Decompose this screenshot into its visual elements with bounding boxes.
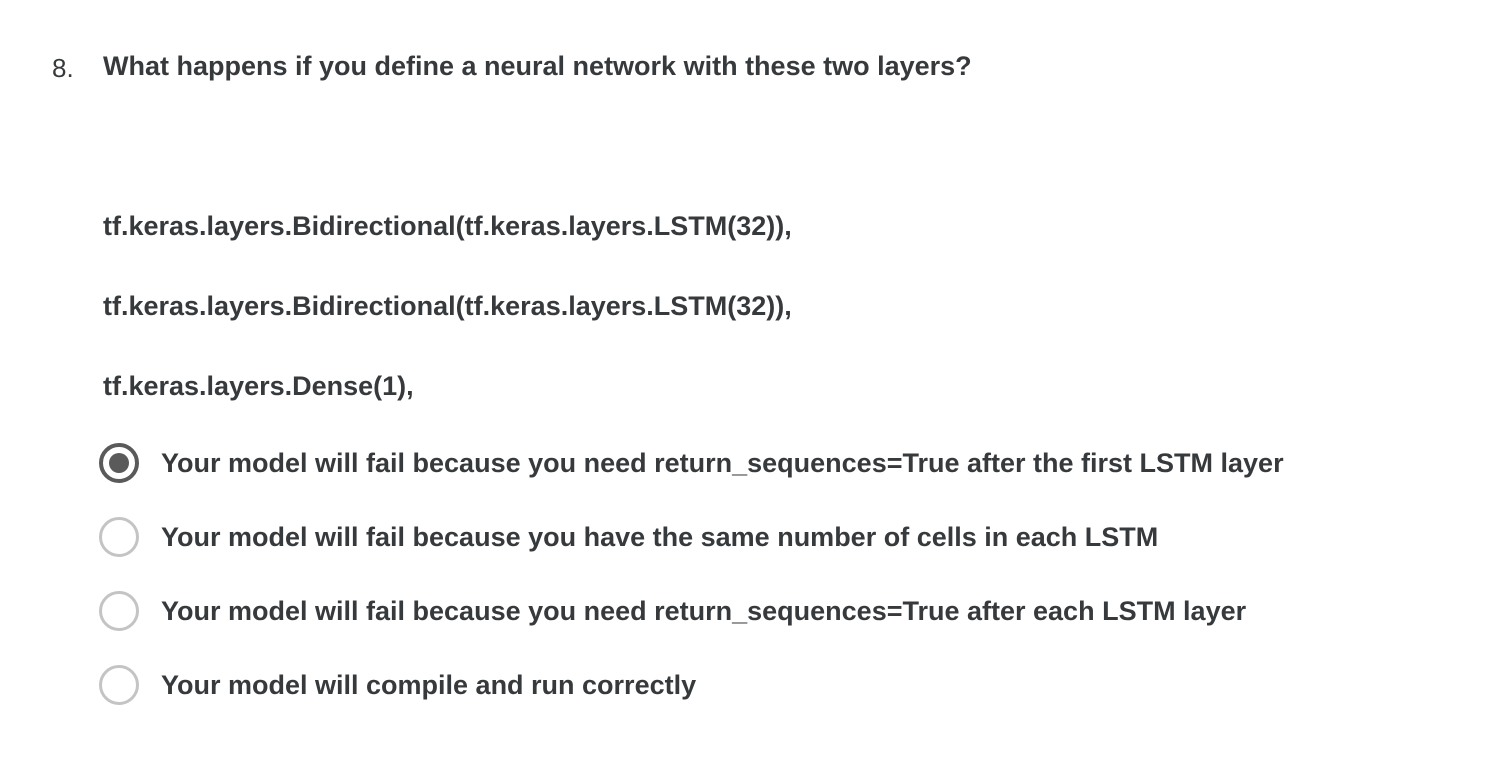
answer-option-label[interactable]: Your model will compile and run correctl… [161, 670, 697, 700]
radio-unselected-icon[interactable] [99, 665, 139, 705]
code-line: tf.keras.layers.Bidirectional(tf.keras.l… [103, 291, 792, 321]
code-line: tf.keras.layers.Bidirectional(tf.keras.l… [103, 211, 792, 241]
answer-option-label[interactable]: Your model will fail because you have th… [161, 522, 1159, 552]
radio-selected-icon[interactable] [99, 443, 139, 483]
answer-option-label[interactable]: Your model will fail because you need re… [161, 448, 1284, 478]
radio-unselected-icon[interactable] [99, 591, 139, 631]
question-number: 8. [52, 53, 74, 83]
answer-option-4[interactable]: Your model will compile and run correctl… [99, 663, 696, 707]
code-line: tf.keras.layers.Dense(1), [103, 371, 414, 401]
radio-unselected-icon[interactable] [99, 517, 139, 557]
answer-option-label[interactable]: Your model will fail because you need re… [161, 596, 1247, 626]
question-text: What happens if you define a neural netw… [103, 51, 972, 81]
answer-option-3[interactable]: Your model will fail because you need re… [99, 589, 1246, 633]
answer-option-1[interactable]: Your model will fail because you need re… [99, 441, 1284, 485]
answer-option-2[interactable]: Your model will fail because you have th… [99, 515, 1158, 559]
